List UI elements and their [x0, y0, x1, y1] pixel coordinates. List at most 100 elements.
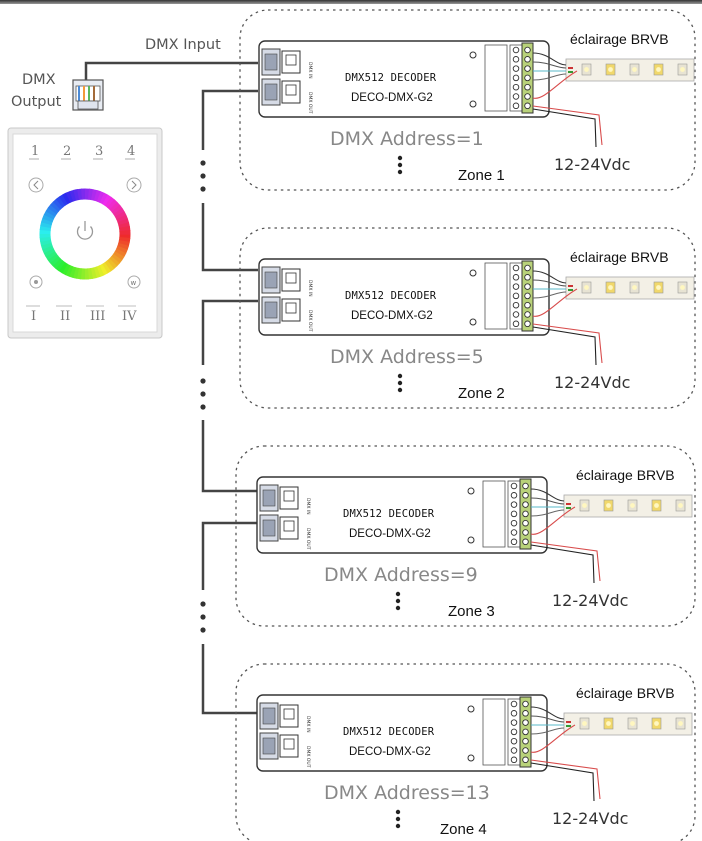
continuation-dot: [395, 591, 401, 597]
continuation-dot: [397, 155, 403, 161]
output-label-block: [484, 44, 508, 112]
dmx-out-port: DMX OUT: [261, 78, 313, 114]
terminal-block: [507, 698, 521, 766]
output-wire: [530, 706, 565, 720]
terminal-screw: [522, 710, 529, 717]
chain-wire-3-4: [201, 521, 258, 715]
mount-screw: [467, 487, 475, 495]
mount-screw: [467, 705, 475, 713]
output-label-block: [484, 262, 508, 330]
chain-wire-1-2: [201, 89, 258, 272]
led-strip: [565, 58, 695, 82]
zone-label: Zone 2: [458, 385, 505, 402]
terminal-screw: [524, 74, 531, 82]
terminal-screw: [524, 301, 531, 309]
decoder-title: DMX512 DECODER: [345, 72, 437, 84]
terminal-screw: [524, 320, 531, 328]
voltage-label: 12-24Vdc: [552, 809, 628, 828]
dmx-input-label: DMX Input: [145, 37, 221, 53]
mount-screw: [467, 536, 475, 544]
output-wire: [532, 73, 567, 81]
terminal-screw: [522, 719, 529, 726]
left-arrow-icon: [28, 177, 44, 193]
port-label: DMX IN: [305, 498, 311, 515]
continuation-dot: [397, 162, 403, 168]
terminal-screw: [510, 728, 518, 736]
terminal-screw: [510, 756, 518, 764]
decoder-body: [256, 476, 548, 554]
output-wire: [530, 488, 565, 502]
terminal-screw: [512, 283, 520, 290]
power-wire-black: [530, 544, 595, 584]
terminal-screw: [524, 46, 531, 54]
dmx-address-label: DMX Address=1: [330, 128, 484, 150]
chain-continuation-dots: [200, 160, 206, 633]
output-wire: [530, 497, 565, 505]
dmx-output-label-line2: Output: [11, 94, 62, 110]
continuation-dot: [397, 387, 403, 393]
port-label: DMX OUT: [307, 310, 313, 332]
chain-wire-2-3: [201, 299, 258, 493]
dmx-address-label: DMX Address=9: [324, 564, 478, 586]
zone-label: Zone 1: [458, 167, 505, 184]
terminal-screw: [512, 264, 520, 272]
terminal-screw: [524, 56, 531, 63]
terminal-screw: [524, 65, 531, 72]
decoder-title: DMX512 DECODER: [343, 726, 435, 738]
output-label-block: [482, 480, 506, 548]
led-strip: [565, 276, 695, 300]
led-strip-label: éclairage BRVB: [570, 31, 669, 47]
led-strip: [563, 494, 693, 518]
decoder-title: DMX512 DECODER: [345, 290, 437, 302]
continuation-dot: [395, 598, 401, 604]
terminal-screw: [510, 719, 518, 726]
continuation-dot: [397, 169, 403, 175]
terminal-screw: [512, 56, 520, 63]
panel-button-III: III: [90, 309, 105, 324]
terminal-screw: [522, 482, 529, 490]
continuation-dot: [395, 809, 401, 815]
terminal-screw: [522, 538, 529, 546]
terminal-screw: [512, 74, 520, 82]
decoder-body: [256, 694, 548, 772]
port-label: DMX IN: [305, 716, 311, 733]
decoder-model: DECO-DMX-G2: [351, 92, 433, 104]
terminal-screw: [510, 501, 518, 508]
led-strip-label: éclairage BRVB: [570, 249, 669, 265]
terminal-screw: [512, 46, 520, 54]
panel-button-IV: IV: [122, 309, 137, 324]
dmx-address-label: DMX Address=13: [324, 782, 490, 804]
panel-button-2: 2: [63, 144, 71, 159]
panel-button-3: 3: [95, 144, 103, 159]
dmx-address-label: DMX Address=5: [330, 346, 484, 368]
color-wheel: [39, 188, 131, 280]
power-wire-red: [530, 506, 601, 582]
terminal-screw: [512, 83, 520, 91]
terminal-screw: [512, 301, 520, 309]
terminal-screw: [510, 737, 518, 745]
output-wire: [532, 61, 567, 69]
terminal-screw: [524, 274, 531, 281]
right-arrow-icon: [126, 177, 142, 193]
led-strip-label: éclairage BRVB: [576, 685, 675, 701]
port-label: DMX OUT: [305, 746, 311, 768]
decoder-body: [258, 258, 550, 336]
dmx-in-port: DMX IN: [259, 702, 311, 733]
terminal-screw: [522, 510, 529, 518]
zone-boundary: [235, 663, 696, 841]
terminal-screw: [522, 529, 529, 536]
terminal-screw: [522, 501, 529, 508]
terminal-screw: [522, 747, 529, 754]
terminal-block: [509, 44, 523, 112]
terminal-screw: [524, 83, 531, 91]
terminal-screw: [524, 311, 531, 318]
terminal-screw: [522, 492, 529, 499]
dmx-output-label-line1: DMX: [22, 72, 56, 88]
power-wire-red: [532, 288, 603, 364]
mount-screw: [469, 51, 477, 59]
